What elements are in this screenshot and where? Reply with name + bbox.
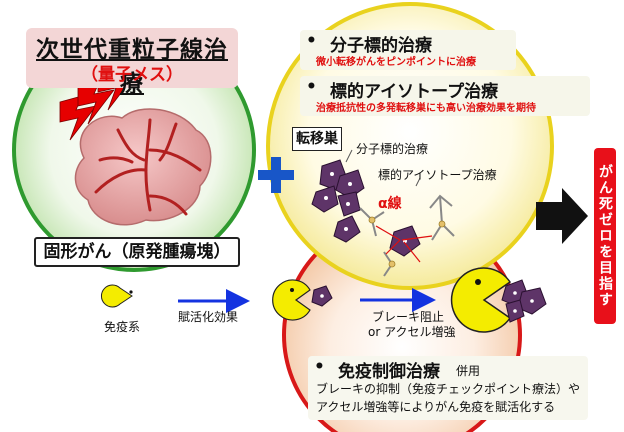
immune-system-label: 免疫系 bbox=[104, 320, 141, 334]
pacman-medium-icon bbox=[272, 279, 311, 321]
immune-therapy-suffix: 併用 bbox=[456, 364, 481, 378]
brake-label-2: or アクセル増強 bbox=[368, 325, 456, 339]
heavy-ion-title: 次世代重粒子線治療 bbox=[36, 37, 228, 97]
isotope-therapy-title: 標的アイソトープ治療 bbox=[330, 82, 499, 102]
alpha-ray-lines bbox=[375, 225, 433, 263]
immune-therapy-bullet: • bbox=[314, 357, 325, 377]
metastasis-label: 転移巣 bbox=[292, 127, 342, 151]
alpha-ray-label: α線 bbox=[378, 196, 402, 212]
goal-arrow-icon bbox=[536, 188, 588, 244]
cancer-cell-cluster bbox=[501, 279, 547, 323]
immune-therapy-note-2: アクセル増強等によりがん免疫を賦活化する bbox=[316, 400, 556, 414]
immune-therapy-box bbox=[308, 356, 588, 420]
tumor-graphic bbox=[74, 108, 212, 226]
targeted-therapy-circle bbox=[266, 2, 554, 290]
isotope-therapy-note: 治療抵抗性の多発転移巣にも高い治療効果を期待 bbox=[316, 103, 536, 114]
immune-therapy-title: 免疫制御治療 bbox=[338, 362, 440, 382]
molecular-therapy-note: 微小転移がんをピンポイントに治療 bbox=[316, 57, 476, 68]
activation-label: 賦活化効果 bbox=[178, 310, 239, 324]
plus-icon bbox=[258, 157, 294, 193]
cancer-cell-small bbox=[311, 285, 333, 307]
immune-system-icon bbox=[101, 284, 133, 308]
molecular-label: 分子標的治療 bbox=[356, 142, 429, 156]
pacman-large-icon bbox=[450, 267, 512, 333]
brake-label-1: ブレーキ阻止 bbox=[372, 310, 445, 324]
molecular-therapy-box bbox=[300, 30, 516, 70]
isotope-therapy-bullet: • bbox=[306, 77, 317, 97]
heavy-ion-subtitle: （量子メス） bbox=[81, 65, 183, 85]
molecular-therapy-title: 分子標的治療 bbox=[330, 36, 432, 56]
heavy-ion-title-box bbox=[26, 28, 238, 88]
isotope-therapy-box bbox=[300, 76, 590, 116]
immune-therapy-note-1: ブレーキの抑制（免疫チェックポイント療法）や bbox=[316, 382, 581, 396]
isotope-label: 標的アイソトープ治療 bbox=[378, 168, 497, 182]
goal-label: がん死ゼロを目指す bbox=[594, 148, 616, 324]
tumor-label: 固形がん（原発腫瘍塊） bbox=[34, 237, 240, 267]
molecular-therapy-bullet: • bbox=[306, 31, 317, 51]
